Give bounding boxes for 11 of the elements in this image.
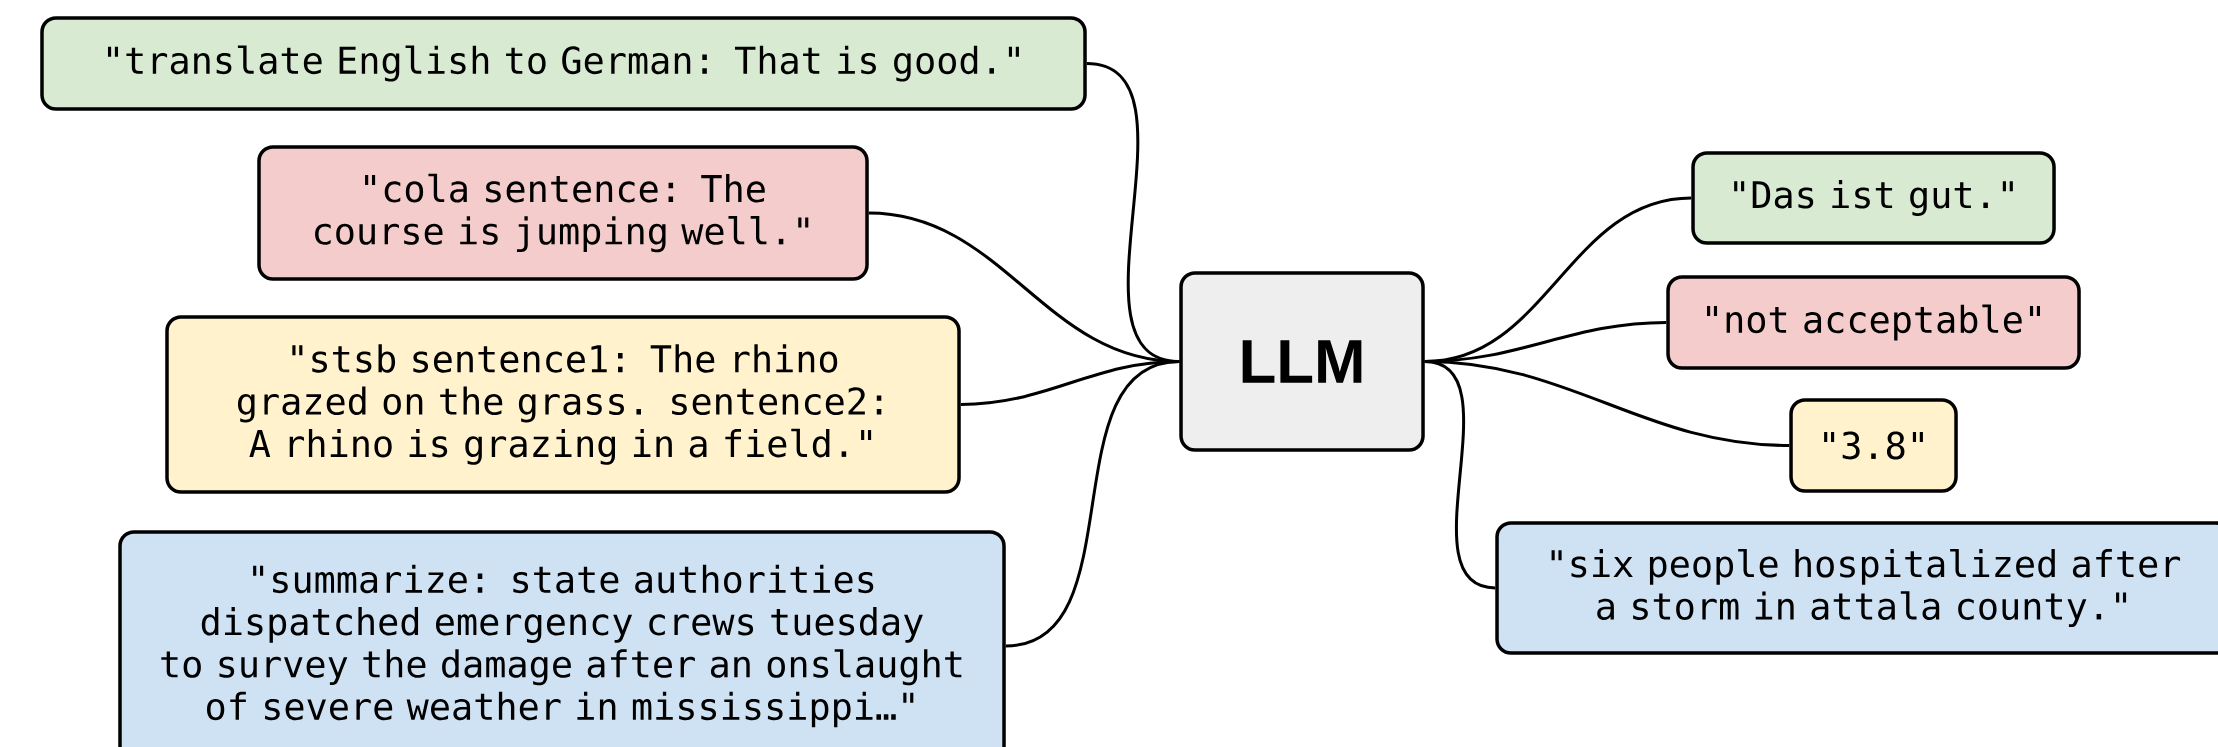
input-text-box: "cola sentence: The course is jumping well.": [257, 145, 869, 281]
input-text-box: "translate English to German: That is good.": [40, 16, 1087, 111]
connector: [1005, 360, 1180, 648]
output-text-box: "six people hospitalized after a storm in attala county.": [1495, 521, 2218, 655]
connector: [1424, 360, 1496, 590]
output-text-box: "not acceptable": [1666, 275, 2081, 370]
model-box: LLM: [1179, 271, 1425, 452]
input-text-box: "summarize: state authorities dispatched emergency crews tuesday to survey the damage after an onslaught of severe weather in mississippi…": [118, 530, 1006, 747]
output-text-box: "Das ist gut.": [1691, 151, 2056, 245]
input-text-box: "stsb sentence1: The rhino grazed on the grass. sentence2: A rhino is grazing in a field.": [165, 315, 961, 494]
output-text-box: "3.8": [1789, 398, 1958, 493]
